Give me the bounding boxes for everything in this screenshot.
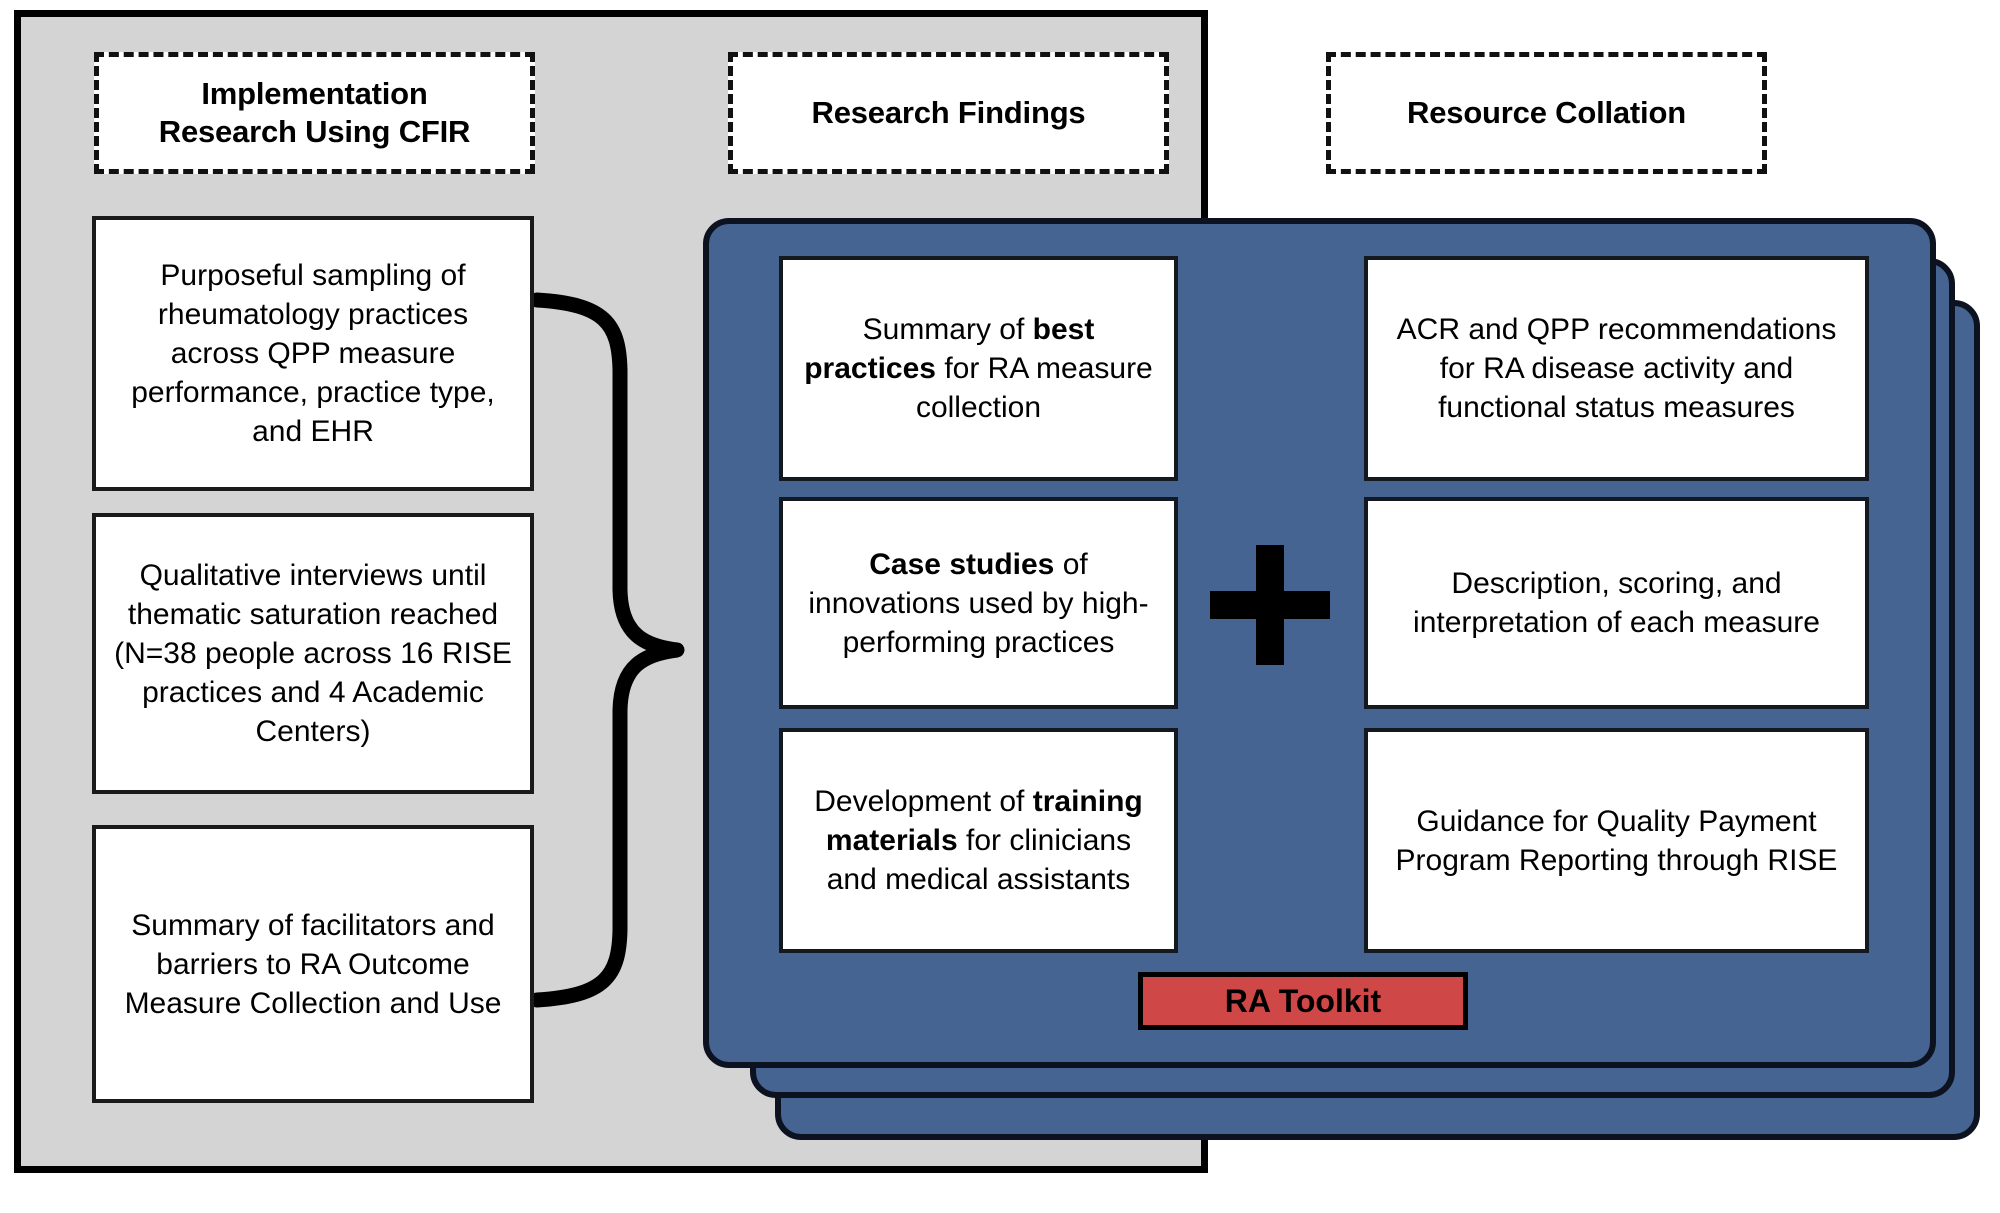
resource-box-qpp-guidance-text: Guidance for Quality Payment Program Rep… xyxy=(1395,804,1838,877)
implementation-box-facilitators-barriers-text: Summary of facilitators and barriers to … xyxy=(124,908,502,1020)
resource-box-acr-qpp-recommendations-text: ACR and QPP recommendations for RA disea… xyxy=(1396,313,1837,424)
finding-box-best-practices-text: Summary of best practices for RA measure… xyxy=(804,313,1153,424)
implementation-box-sampling-text: Purposeful sampling of rheumatology prac… xyxy=(131,259,495,448)
resource-box-qpp-guidance: Guidance for Quality Payment Program Rep… xyxy=(1364,728,1869,953)
finding-box-case-studies-text: Case studies of innovations used by high… xyxy=(808,547,1149,659)
section-header-research-findings: Research Findings xyxy=(728,52,1169,174)
section-header-resource-collation: Resource Collation xyxy=(1326,52,1767,174)
resource-box-description-scoring-text: Description, scoring, and interpretation… xyxy=(1413,567,1820,639)
section-header-findings-label: Research Findings xyxy=(811,95,1086,131)
implementation-box-interviews: Qualitative interviews until thematic sa… xyxy=(92,513,534,794)
implementation-box-facilitators-barriers: Summary of facilitators and barriers to … xyxy=(92,825,534,1103)
resource-box-acr-qpp-recommendations: ACR and QPP recommendations for RA disea… xyxy=(1364,256,1869,481)
finding-box-case-studies: Case studies of innovations used by high… xyxy=(779,497,1178,709)
finding-box-training-materials-text: Development of training materials for cl… xyxy=(814,785,1143,896)
finding-box-training-materials: Development of training materials for cl… xyxy=(779,728,1178,953)
ra-toolkit-badge: RA Toolkit xyxy=(1138,972,1468,1030)
section-header-resources-label: Resource Collation xyxy=(1407,95,1686,131)
plus-icon xyxy=(1210,545,1330,665)
finding-box-best-practices: Summary of best practices for RA measure… xyxy=(779,256,1178,481)
ra-toolkit-badge-label: RA Toolkit xyxy=(1224,982,1382,1019)
implementation-box-sampling: Purposeful sampling of rheumatology prac… xyxy=(92,216,534,491)
resource-box-description-scoring: Description, scoring, and interpretation… xyxy=(1364,497,1869,709)
implementation-box-interviews-text: Qualitative interviews until thematic sa… xyxy=(114,559,512,748)
